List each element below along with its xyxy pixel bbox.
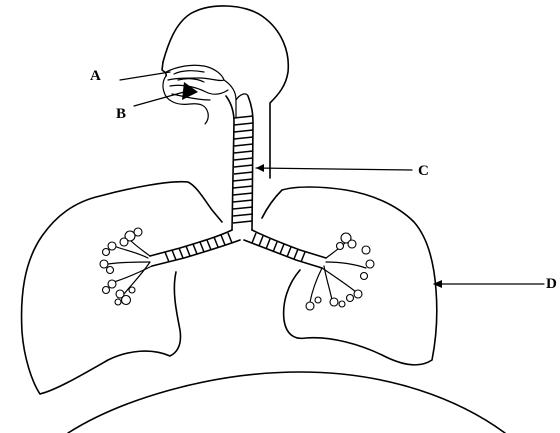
- diaphragm: [68, 372, 505, 433]
- label-d-group: D: [433, 276, 557, 292]
- label-c-group: C: [256, 163, 429, 179]
- right-bronchus: [244, 230, 326, 268]
- left-bronchus: [150, 230, 240, 266]
- pointer-line-c: [256, 168, 412, 170]
- left-lung: [22, 182, 222, 394]
- arrowhead-d: [433, 280, 442, 288]
- label-b-group: B: [116, 82, 198, 122]
- label-a-group: A: [90, 68, 170, 84]
- right-bronchioles: [306, 233, 374, 310]
- nasal-cavity: [166, 65, 224, 82]
- left-alveoli: [100, 228, 142, 305]
- trachea: [226, 94, 253, 230]
- oral-cavity: [170, 80, 236, 118]
- label-c: C: [418, 163, 429, 179]
- label-d: D: [546, 276, 557, 292]
- pointer-line-a: [120, 72, 170, 80]
- cartilage-rings: [233, 116, 253, 223]
- right-lung: [262, 187, 437, 365]
- right-alveoli: [306, 233, 374, 310]
- label-b: B: [116, 106, 126, 122]
- label-a: A: [90, 68, 101, 84]
- left-bronchioles: [100, 228, 152, 305]
- arrowhead-c: [256, 164, 264, 172]
